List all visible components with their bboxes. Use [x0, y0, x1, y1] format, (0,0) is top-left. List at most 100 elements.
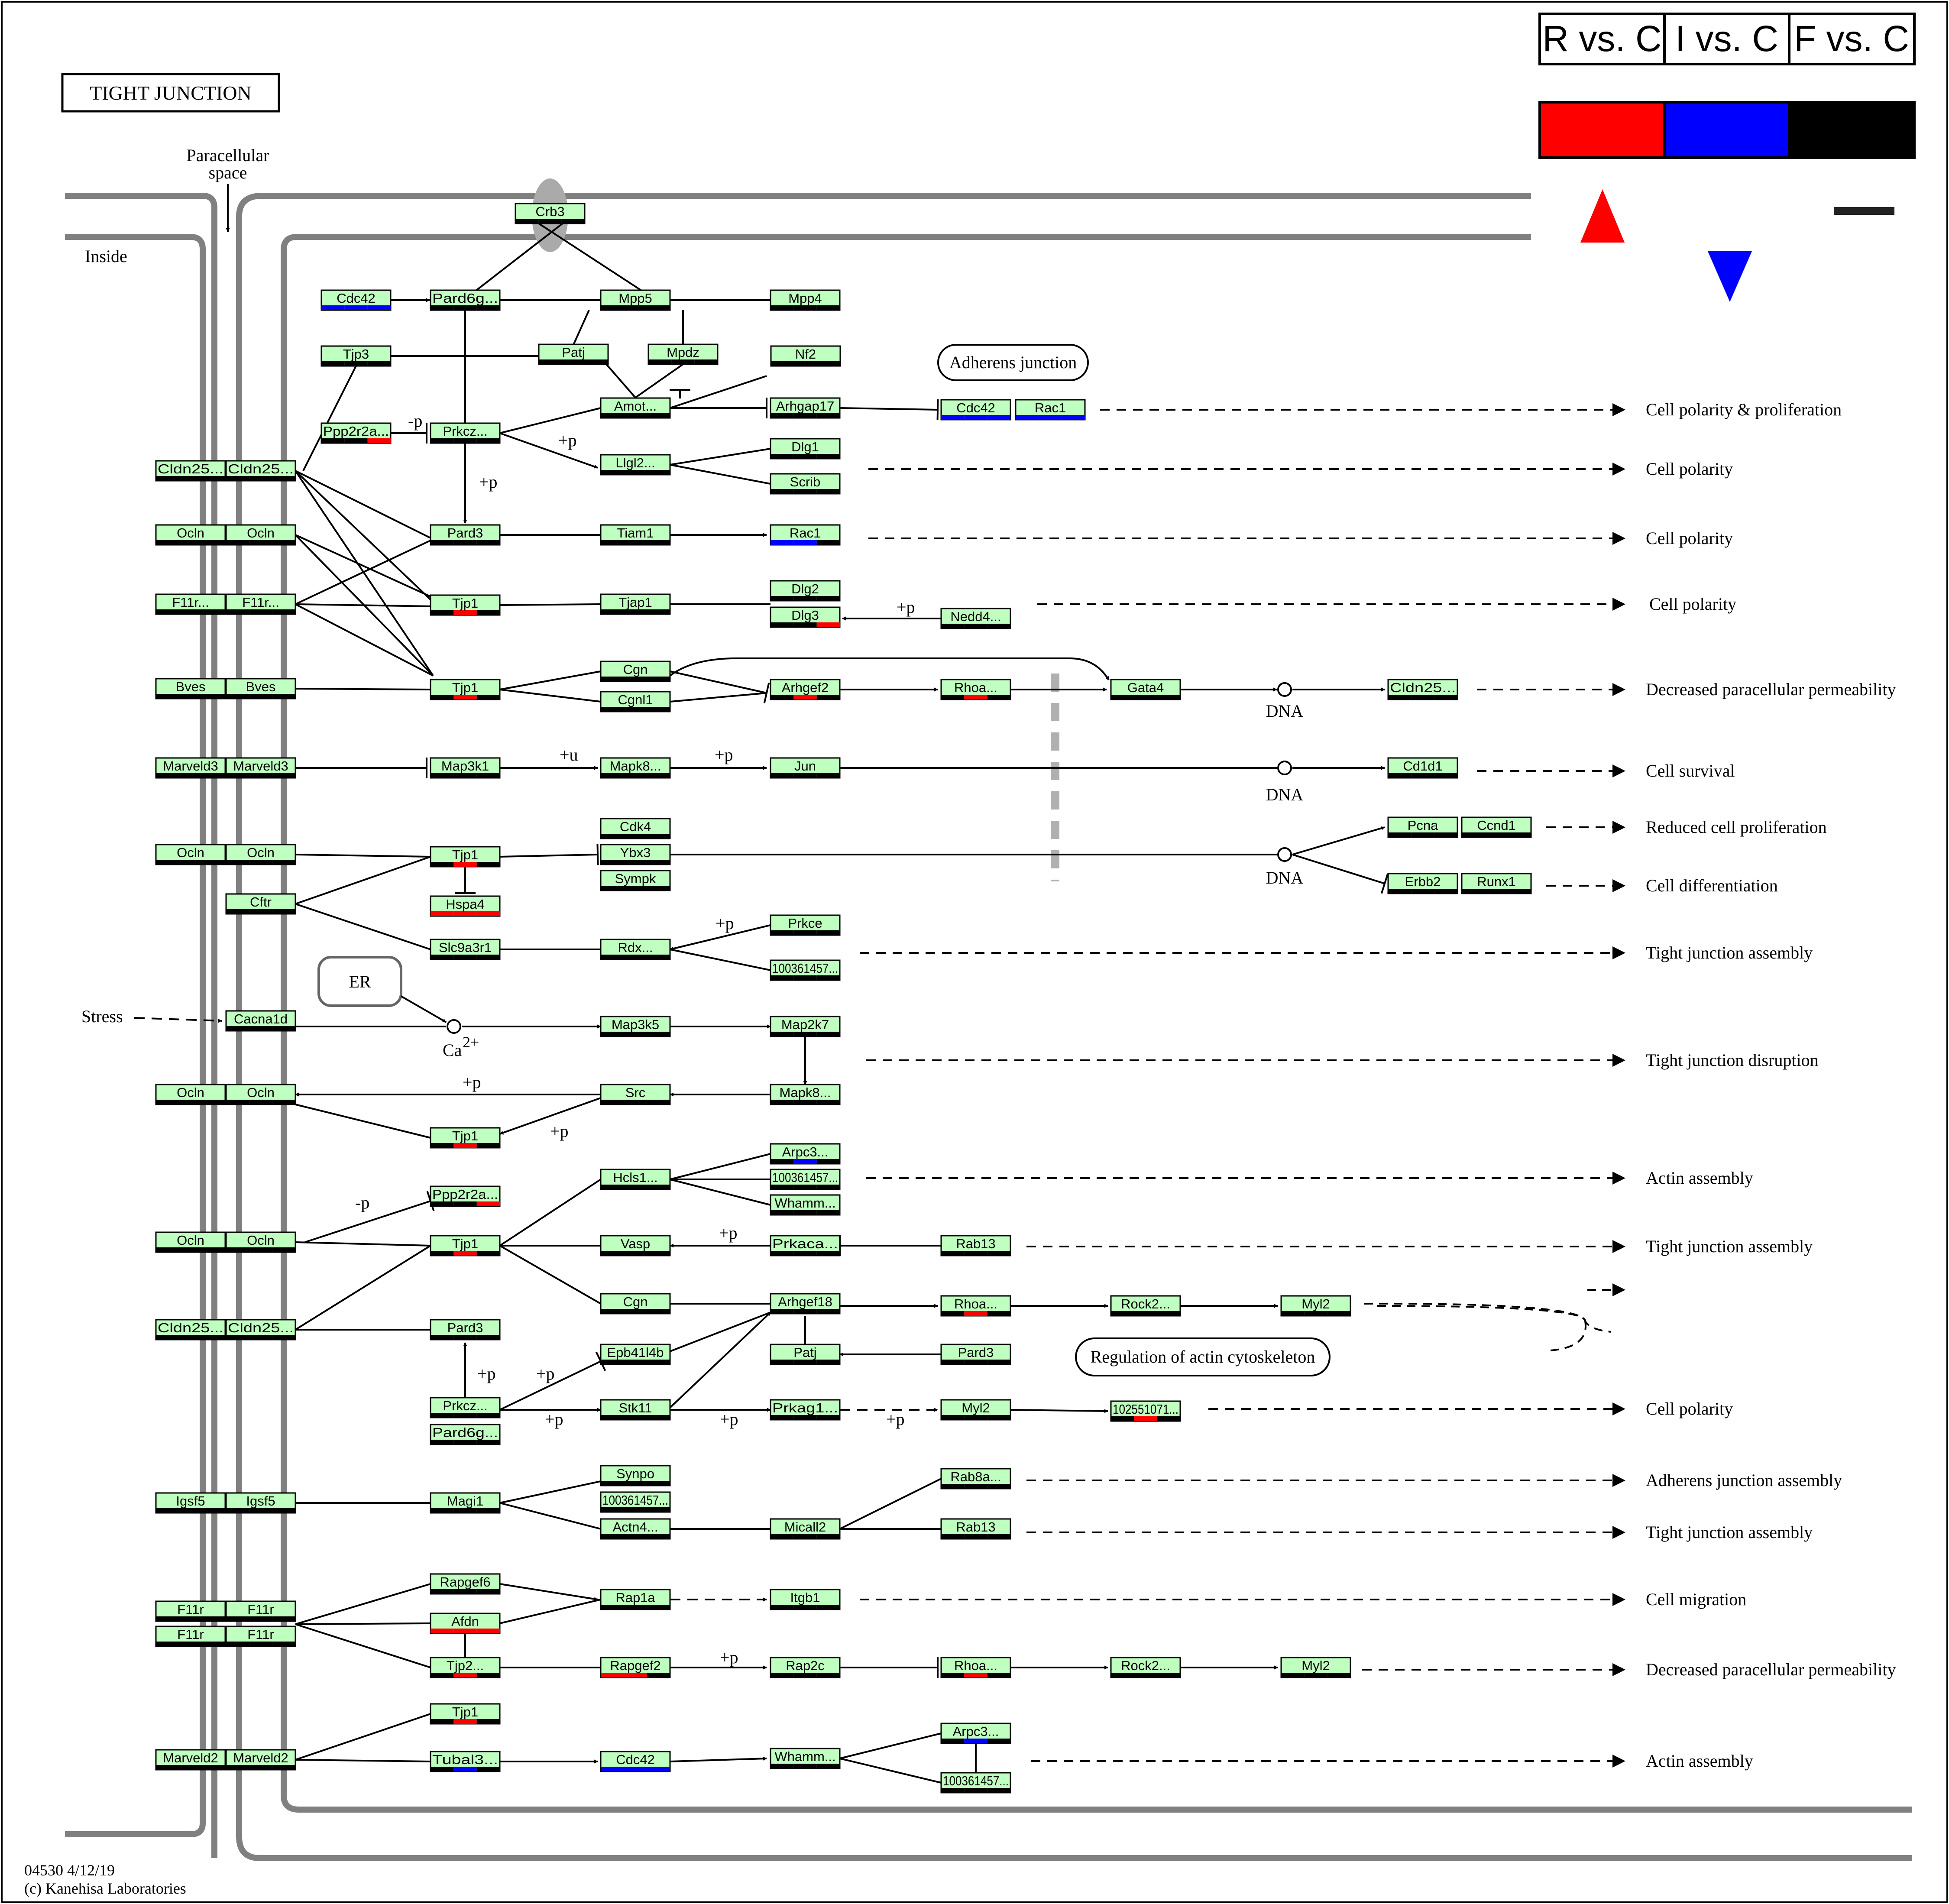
gene-node[interactable]: Rhoa...: [940, 679, 1011, 700]
gene-node[interactable]: Myl2: [1280, 1657, 1351, 1678]
gene-node[interactable]: Cldn25...: [225, 460, 296, 482]
gene-node[interactable]: Synpo: [600, 1465, 671, 1486]
gene-node[interactable]: Cdc42: [600, 1751, 671, 1772]
gene-node[interactable]: Erbb2: [1387, 873, 1458, 894]
gene-node[interactable]: 100361457...: [770, 1169, 841, 1190]
gene-node[interactable]: Cdc42: [940, 399, 1011, 421]
gene-node[interactable]: Arpc3...: [940, 1723, 1011, 1744]
gene-node[interactable]: Tjp2...: [430, 1657, 501, 1678]
gene-node[interactable]: Cacna1d: [225, 1010, 296, 1032]
gene-node[interactable]: Rac1: [770, 524, 841, 546]
gene-node[interactable]: Cgnl1: [600, 691, 671, 712]
gene-node[interactable]: Rapgef6: [430, 1573, 501, 1595]
gene-node[interactable]: F11r...: [155, 593, 226, 615]
gene-node[interactable]: Cldn25...: [155, 1319, 226, 1341]
gene-node[interactable]: Vasp: [600, 1235, 671, 1256]
gene-node[interactable]: Rhoa...: [940, 1657, 1011, 1678]
gene-node[interactable]: Whamm...: [770, 1748, 841, 1769]
gene-node[interactable]: Marveld2: [225, 1749, 296, 1771]
gene-node[interactable]: Cftr: [225, 893, 296, 915]
gene-node[interactable]: Jun: [770, 757, 841, 779]
gene-node[interactable]: Tjp1: [430, 1127, 501, 1149]
gene-node[interactable]: Ccnd1: [1461, 816, 1532, 838]
gene-node[interactable]: Mpp4: [770, 289, 841, 311]
gene-node[interactable]: Runx1: [1461, 873, 1532, 894]
gene-node[interactable]: F11r: [155, 1600, 226, 1622]
gene-node[interactable]: Tjp3: [321, 345, 392, 367]
gene-node[interactable]: Hcls1...: [600, 1169, 671, 1190]
gene-node[interactable]: Rdx...: [600, 939, 671, 960]
gene-node[interactable]: F11r: [225, 1600, 296, 1622]
gene-node[interactable]: Rock2...: [1110, 1295, 1181, 1317]
gene-node[interactable]: Marveld3: [225, 757, 296, 779]
gene-node[interactable]: Whamm...: [770, 1194, 841, 1216]
gene-node[interactable]: Tjp1: [430, 846, 501, 868]
gene-node[interactable]: Src: [600, 1084, 671, 1105]
gene-node[interactable]: Map2k7: [770, 1016, 841, 1037]
gene-node[interactable]: 100361457...: [770, 959, 841, 981]
gene-node[interactable]: Ppp2r2a...: [321, 422, 392, 444]
gene-node[interactable]: Mpdz: [648, 343, 719, 365]
gene-node[interactable]: Rap1a: [600, 1589, 671, 1610]
gene-node[interactable]: Patj: [770, 1344, 841, 1365]
gene-node[interactable]: Myl2: [1280, 1295, 1351, 1317]
gene-node[interactable]: Micall2: [770, 1518, 841, 1540]
gene-node[interactable]: Bves: [155, 678, 226, 699]
gene-node[interactable]: Rap2c: [770, 1657, 841, 1678]
gene-node[interactable]: Tjp1: [430, 1235, 501, 1256]
gene-node[interactable]: Epb41l4b: [600, 1344, 671, 1365]
gene-node[interactable]: Marveld2: [155, 1749, 226, 1771]
gene-node[interactable]: Prkce: [770, 914, 841, 936]
gene-node[interactable]: Ocln: [155, 524, 226, 546]
gene-node[interactable]: Ocln: [225, 1231, 296, 1253]
gene-node[interactable]: Ocln: [225, 1084, 296, 1105]
gene-node[interactable]: Crb3: [515, 203, 586, 224]
gene-node[interactable]: Arhgap17: [770, 397, 841, 419]
gene-node[interactable]: Cgn: [600, 661, 671, 682]
gene-node[interactable]: Pard6g...: [430, 1424, 501, 1445]
gene-node[interactable]: Cgn: [600, 1293, 671, 1315]
gene-node[interactable]: Dlg2: [770, 580, 841, 602]
gene-node[interactable]: F11r...: [225, 593, 296, 615]
gene-node[interactable]: Pard3: [430, 524, 501, 546]
gene-node[interactable]: Tubal3...: [430, 1751, 501, 1772]
gene-node[interactable]: Amot...: [600, 397, 671, 419]
gene-node[interactable]: Mpp5: [600, 289, 671, 311]
gene-node[interactable]: Nf2: [770, 345, 841, 367]
gene-node[interactable]: Tiam1: [600, 524, 671, 546]
gene-node[interactable]: Pard3: [940, 1344, 1011, 1365]
gene-node[interactable]: F11r: [225, 1626, 296, 1647]
gene-node[interactable]: Scrib: [770, 473, 841, 495]
gene-node[interactable]: Ybx3: [600, 844, 671, 865]
gene-node[interactable]: Cd1d1: [1387, 757, 1458, 779]
gene-node[interactable]: Map3k1: [430, 757, 501, 779]
gene-node[interactable]: Nedd4...: [940, 608, 1011, 629]
gene-node[interactable]: Ocln: [155, 844, 226, 865]
gene-node[interactable]: Rock2...: [1110, 1657, 1181, 1678]
gene-node[interactable]: Prkcz...: [430, 1397, 501, 1418]
gene-node[interactable]: Tjp1: [430, 679, 501, 700]
gene-node[interactable]: Igsf5: [155, 1492, 226, 1514]
actin-regulation-map-box[interactable]: [1075, 1337, 1331, 1376]
gene-node[interactable]: Cldn25...: [225, 1319, 296, 1341]
gene-node[interactable]: 100361457...: [940, 1772, 1011, 1794]
gene-node[interactable]: Bves: [225, 678, 296, 699]
gene-node[interactable]: Ocln: [225, 524, 296, 546]
gene-node[interactable]: Igsf5: [225, 1492, 296, 1514]
gene-node[interactable]: Dlg3: [770, 606, 841, 628]
gene-node[interactable]: Hspa4: [430, 895, 501, 917]
gene-node[interactable]: Myl2: [940, 1399, 1011, 1421]
gene-node[interactable]: Ocln: [225, 844, 296, 865]
gene-node[interactable]: Marveld3: [155, 757, 226, 779]
gene-node[interactable]: Prkag1...: [770, 1399, 841, 1421]
gene-node[interactable]: Cdc42: [321, 289, 392, 311]
gene-node[interactable]: Itgb1: [770, 1589, 841, 1610]
gene-node[interactable]: Stk11: [600, 1399, 671, 1421]
gene-node[interactable]: 100361457...: [600, 1491, 671, 1513]
gene-node[interactable]: Prkcz...: [430, 422, 501, 444]
gene-node[interactable]: Ocln: [155, 1231, 226, 1253]
gene-node[interactable]: Tjp1: [430, 1703, 501, 1725]
gene-node[interactable]: Rapgef2: [600, 1657, 671, 1678]
gene-node[interactable]: Rab8a...: [940, 1468, 1011, 1490]
gene-node[interactable]: Pard6g...: [430, 289, 501, 311]
